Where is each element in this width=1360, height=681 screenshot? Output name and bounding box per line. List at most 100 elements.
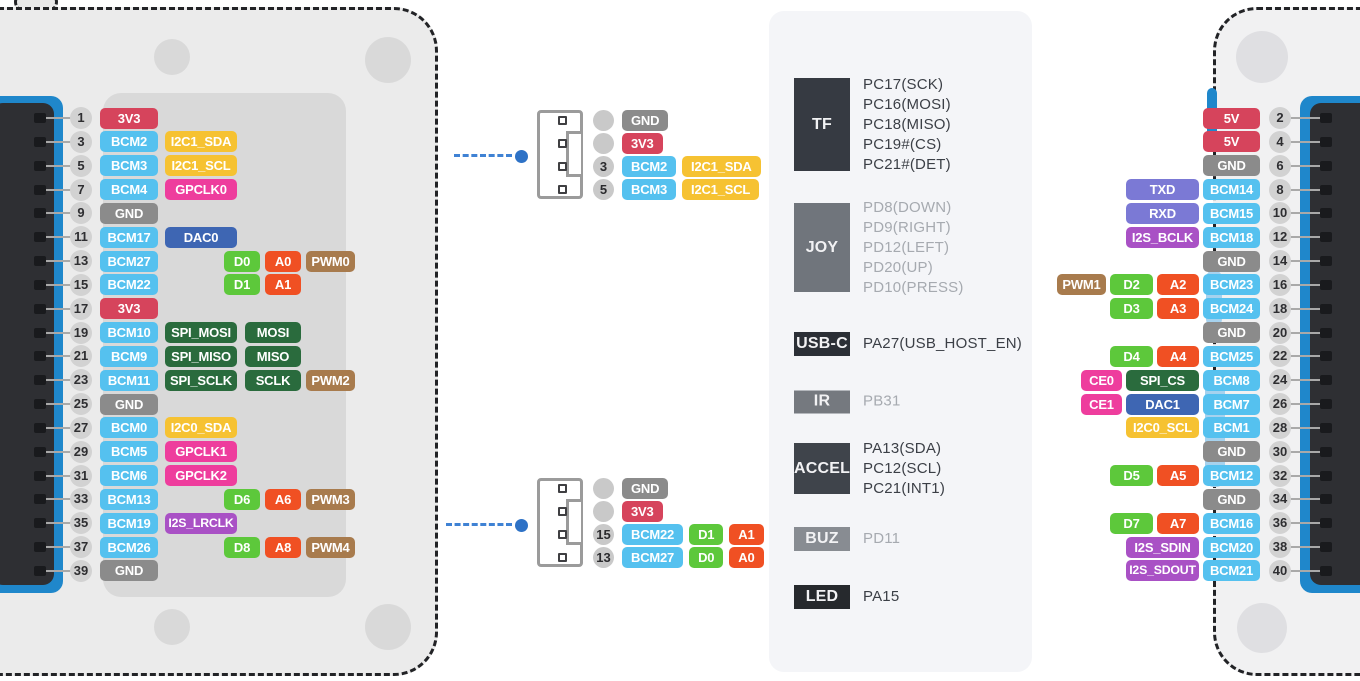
pin-chip: I2S_SDIN: [1126, 536, 1199, 558]
pin-number: 13: [70, 250, 92, 273]
function-pin-list: PD8(DOWN)PD9(RIGHT)PD12(LEFT)PD20(UP)PD1…: [863, 198, 964, 298]
pin-dot: [593, 109, 614, 131]
header-pin: [34, 565, 46, 576]
pin-chip: I2C0_SDA: [165, 417, 237, 439]
pin-number: 20: [1269, 321, 1291, 344]
pin-number: 4: [1269, 130, 1291, 153]
pin-chip: BCM1: [1203, 417, 1260, 439]
header-pin: [1320, 446, 1332, 457]
function-block-label: TF: [794, 78, 850, 171]
header-pin: [34, 327, 46, 338]
header-pin: [34, 351, 46, 362]
pin-number: 35: [70, 512, 92, 535]
pin-chip: BCM26: [100, 536, 158, 558]
pin-wire: [1290, 236, 1322, 239]
pin-chip: 3V3: [622, 132, 663, 154]
pin-chip: 3V3: [100, 107, 158, 129]
pin-wire: [46, 260, 72, 263]
connector-row: 3V3: [622, 132, 663, 154]
header-pin: [1320, 399, 1332, 410]
pin-chip: BCM8: [1203, 369, 1260, 391]
header-pin: [34, 422, 46, 433]
pin-chip: GND: [100, 202, 158, 224]
pin-chip: BCM15: [1203, 202, 1260, 224]
pin-number: 22: [1269, 345, 1291, 368]
function-pin-list: PA13(SDA)PC12(SCL)PC21(INT1): [863, 439, 945, 499]
function-pin-list: PB31: [863, 392, 901, 412]
header-pin: [1320, 256, 1332, 267]
pin-wire: [1290, 522, 1322, 525]
pin-number: 33: [70, 488, 92, 511]
header-pin: [34, 446, 46, 457]
pin-wire: [1290, 331, 1322, 334]
pin-chip: BCM7: [1203, 393, 1260, 415]
pin-number: 18: [1269, 297, 1291, 320]
pin-number: 23: [70, 369, 92, 392]
function-pin: PA15: [863, 588, 900, 605]
pin-wire: [46, 522, 72, 525]
pin-chip: SPI_SCLK: [165, 369, 237, 391]
pin-number: 21: [70, 345, 92, 368]
pin-chip: DAC0: [165, 226, 237, 248]
pin-chip: BCM3: [100, 155, 158, 177]
function-block-label: ACCEL: [794, 443, 850, 494]
function-group: ACCEL PA13(SDA)PC12(SCL)PC21(INT1): [794, 439, 945, 499]
pin-chip: BCM23: [1203, 274, 1260, 296]
pin-number: 8: [1269, 178, 1291, 201]
function-pin: PC17(SCK): [863, 75, 944, 93]
pin-chip: BCM12: [1203, 465, 1260, 487]
function-pin-list: PA27(USB_HOST_EN): [863, 334, 1022, 354]
pin-number: 16: [1269, 273, 1291, 296]
pin-wire: [1290, 450, 1322, 453]
pin-chip: BCM2: [622, 156, 677, 178]
header-pin: [34, 518, 46, 529]
header-pin: [1320, 422, 1332, 433]
connector-row: GND: [622, 109, 669, 131]
pin-chip: I2C0_SCL: [1126, 417, 1199, 439]
pin-number: 26: [1269, 393, 1291, 416]
pin-number: 17: [70, 297, 92, 320]
pin-chip: SPI_MOSI: [165, 322, 237, 344]
function-pin: PA13(SDA): [863, 439, 942, 457]
mounting-hole: [1237, 603, 1287, 653]
pin-chip: A8: [265, 536, 301, 558]
pin-chip: I2S_SDOUT: [1126, 560, 1199, 582]
pin-chip: A0: [729, 547, 764, 569]
pin-chip: MOSI: [245, 322, 301, 344]
leader-line: [454, 154, 512, 157]
pin-chip: PWM0: [306, 250, 355, 272]
pin-chip: D8: [224, 536, 260, 558]
function-block-label: LED: [794, 585, 850, 609]
header-pin: [1320, 160, 1332, 171]
pin-chip: SPI_CS: [1126, 369, 1199, 391]
header-pin: [34, 232, 46, 243]
pin-chip: RXD: [1126, 202, 1199, 224]
right-pin-header: [1310, 103, 1360, 585]
pin-chip: BCM6: [100, 465, 158, 487]
leader-dot: [515, 150, 528, 163]
pin-number: 34: [1269, 488, 1291, 511]
pin-number: 5: [593, 179, 614, 201]
pin-wire: [46, 403, 72, 406]
pin-wire: [1290, 260, 1322, 263]
header-pin: [1320, 565, 1332, 576]
pin-chip: BCM22: [622, 524, 684, 546]
pin-chip: SPI_MISO: [165, 345, 237, 367]
pin-wire: [46, 426, 72, 429]
pin-chip: 3V3: [100, 298, 158, 320]
function-block-label: USB-C: [794, 332, 850, 356]
header-pin: [1320, 303, 1332, 314]
pin-number: 7: [70, 178, 92, 201]
pin-chip: GND: [100, 393, 158, 415]
leader-line: [446, 523, 512, 526]
pin-chip: 5V: [1203, 131, 1260, 153]
function-group: LED PA15: [794, 585, 899, 609]
pin-chip: BCM27: [100, 250, 158, 272]
pin-chip: D0: [689, 547, 724, 569]
function-pin: PB31: [863, 392, 901, 410]
pin-wire: [46, 474, 72, 477]
socket-pin: [558, 115, 567, 125]
pin-chip: D6: [224, 488, 260, 510]
